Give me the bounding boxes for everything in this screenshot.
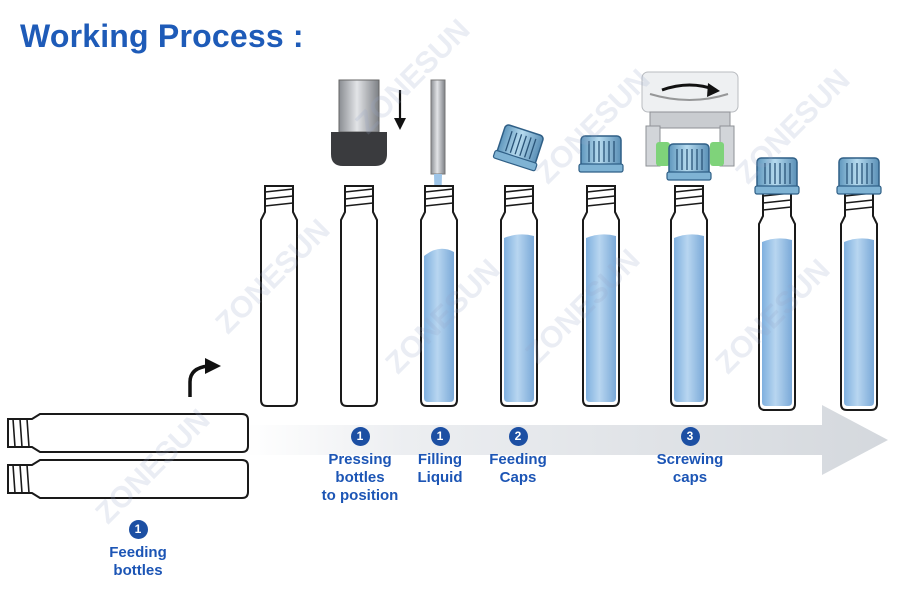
step-screwing-caps: 3 Screwing caps	[640, 427, 740, 487]
step-number-badge: 1	[430, 427, 450, 446]
step-number-badge: 1	[350, 427, 370, 446]
bottle-finished-1	[758, 189, 796, 411]
step-filling-liquid: 1 Filling Liquid	[405, 427, 475, 487]
screwing-head	[641, 71, 739, 167]
curved-up-arrow-icon	[188, 358, 221, 397]
step-feeding-caps: 2 Feeding Caps	[478, 427, 558, 487]
down-arrow-icon	[394, 90, 406, 130]
bottle-filled	[500, 185, 538, 407]
page-title: Working Process :	[20, 18, 304, 54]
bottle-finished-2	[840, 189, 878, 411]
step-pressing-bottles: 1 Pressing bottles to position	[305, 427, 415, 505]
press-head	[331, 79, 387, 166]
step-label: Feeding bottles	[109, 544, 167, 579]
step-label: Screwing caps	[656, 451, 724, 486]
step-number-badge: 1	[128, 520, 148, 539]
cap-finished-2	[836, 157, 882, 195]
bottle-pressed	[340, 185, 378, 407]
cap	[578, 135, 624, 173]
bottle-capped	[582, 185, 620, 407]
tilted-cap	[492, 122, 547, 172]
cap-finished-1	[754, 157, 800, 195]
step-number-badge: 2	[508, 427, 528, 446]
bottle-screwing	[670, 185, 708, 407]
step-label: Pressing bottles to position	[321, 451, 399, 504]
conveyor-arrow	[245, 405, 888, 475]
lying-bottle-bottom	[7, 459, 249, 499]
cap-screwing	[666, 143, 712, 181]
step-label: Filling Liquid	[417, 451, 463, 486]
step-feeding-bottles: 1 Feeding bottles	[88, 520, 188, 580]
lying-bottle-top	[7, 413, 249, 453]
bottle-standing	[260, 185, 298, 407]
rotate-arrow-icon	[649, 83, 729, 101]
step-label: Feeding Caps	[489, 451, 547, 486]
step-number-badge: 3	[680, 427, 700, 446]
bottle-filling	[420, 185, 458, 407]
